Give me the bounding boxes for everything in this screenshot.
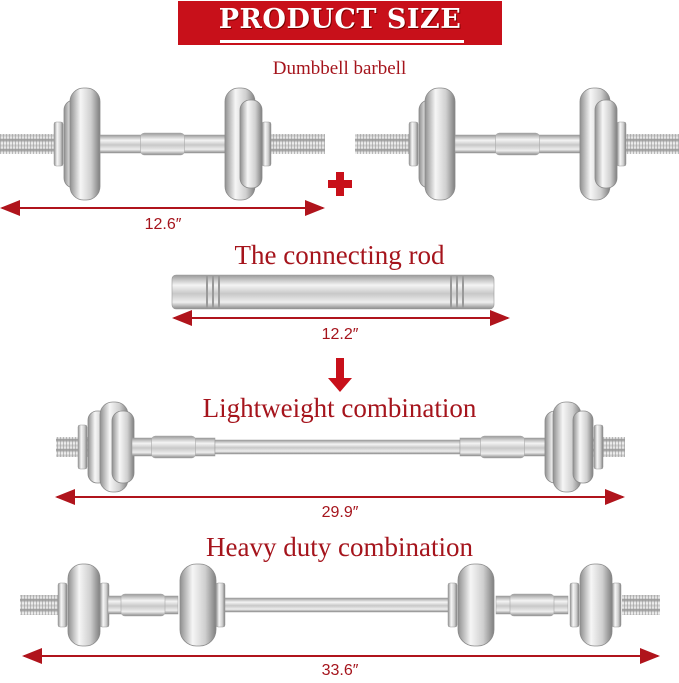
collar xyxy=(447,582,458,628)
connecting-rod xyxy=(224,597,453,613)
weight-plate xyxy=(424,87,456,201)
grip-knurl xyxy=(495,132,540,156)
dumbbell-heading: Dumbbell barbell xyxy=(272,58,407,79)
rod-heading: The connecting rod xyxy=(234,240,445,270)
rod-groove xyxy=(456,276,458,308)
rod-groove xyxy=(212,276,214,308)
grip-knurl xyxy=(140,132,185,156)
thread xyxy=(20,595,62,615)
collar xyxy=(77,424,88,470)
grip-knurl xyxy=(480,435,525,459)
collar xyxy=(616,121,627,167)
thread xyxy=(0,134,58,154)
connecting-rod xyxy=(171,274,495,310)
thread xyxy=(355,134,413,154)
lightweight-length: 29.9″ xyxy=(321,504,359,521)
weight-plate xyxy=(457,563,495,647)
rod-groove xyxy=(462,276,464,308)
collar xyxy=(99,582,110,628)
connecting-rod xyxy=(214,439,461,455)
weight-plate xyxy=(69,87,101,201)
weight-plate xyxy=(239,99,263,189)
collar xyxy=(261,121,272,167)
rod-groove xyxy=(450,276,452,308)
thread xyxy=(623,134,679,154)
weight-plate xyxy=(572,410,594,484)
collar xyxy=(569,582,580,628)
thread xyxy=(268,134,325,154)
grip-knurl xyxy=(120,593,166,617)
thread xyxy=(622,595,660,615)
collar xyxy=(53,121,64,167)
grip-knurl xyxy=(509,593,555,617)
plus-icon xyxy=(328,172,352,196)
title-banner: PRODUCT SIZE xyxy=(178,1,502,45)
collar xyxy=(215,582,226,628)
rod-groove xyxy=(218,276,220,308)
weight-plate xyxy=(179,563,217,647)
heavy-heading: Heavy duty combination xyxy=(206,532,473,562)
title-underline xyxy=(220,40,464,43)
heavy-length: 33.6″ xyxy=(321,662,359,679)
down-arrow-icon xyxy=(328,358,352,392)
rod-groove xyxy=(206,276,208,308)
weight-plate xyxy=(579,563,613,647)
collar xyxy=(408,121,419,167)
lightweight-heading: Lightweight combination xyxy=(202,393,477,423)
grip-knurl xyxy=(151,435,196,459)
page-title: PRODUCT SIZE xyxy=(218,4,462,35)
collar xyxy=(611,582,622,628)
rod-length: 12.2″ xyxy=(321,326,359,343)
weight-plate xyxy=(594,99,618,189)
collar xyxy=(593,424,604,470)
dumbbell-length: 12.6″ xyxy=(144,216,182,233)
weight-plate xyxy=(67,563,101,647)
collar xyxy=(57,582,68,628)
